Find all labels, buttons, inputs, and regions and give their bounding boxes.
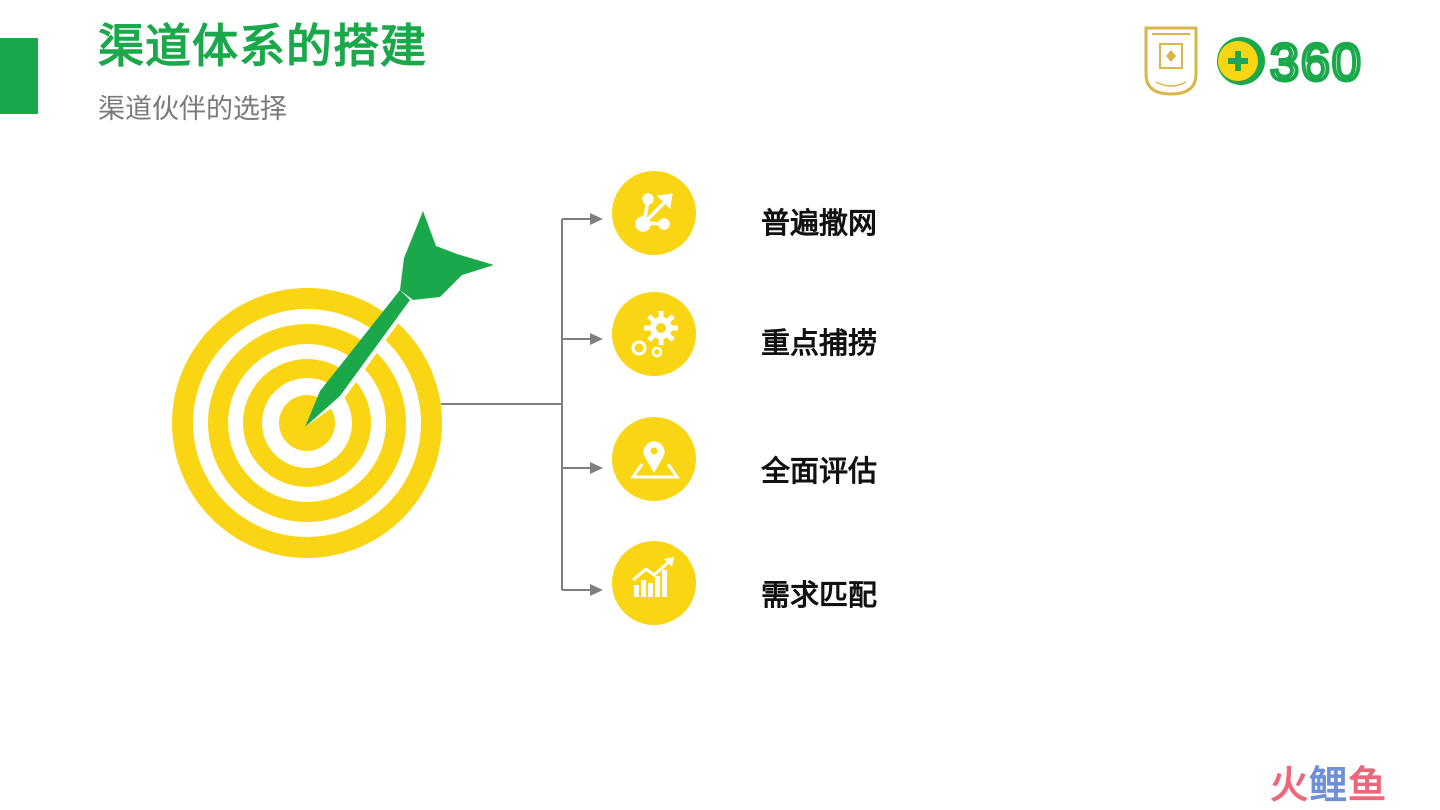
watermark-part-3: 鱼 [1348, 763, 1388, 807]
map-pin-icon [630, 441, 680, 479]
logo-360-text: 360 [1270, 34, 1363, 92]
share-nodes-icon [635, 193, 673, 232]
page-title: 渠道体系的搭建 [98, 19, 427, 73]
watermark: 火鲤鱼 [1270, 762, 1387, 808]
watermark-part-2: 鲤 [1309, 763, 1349, 807]
accent-bar [0, 38, 38, 114]
watermark-part-1: 火 [1270, 763, 1310, 807]
arrow-icon [305, 211, 494, 427]
page-subtitle: 渠道伙伴的选择 [98, 94, 287, 125]
logo-360-icon: 360 [1217, 32, 1363, 94]
brand-logo: 360 [1144, 26, 1363, 96]
item-circle-2 [612, 292, 696, 376]
gears-icon [631, 311, 678, 358]
item-label-4: 需求匹配 [761, 578, 878, 612]
item-circle-1 [612, 171, 696, 255]
item-label-1: 普遍撒网 [761, 206, 878, 240]
item-label-2: 重点捕捞 [761, 326, 878, 360]
anniversary-badge-icon [1144, 26, 1198, 96]
item-circle-3 [612, 417, 696, 501]
item-label-3: 全面评估 [761, 454, 878, 488]
growth-chart-icon [632, 557, 674, 597]
connector-lines [441, 218, 592, 591]
connector-arrowheads [590, 213, 603, 596]
item-circle-4 [612, 541, 696, 625]
